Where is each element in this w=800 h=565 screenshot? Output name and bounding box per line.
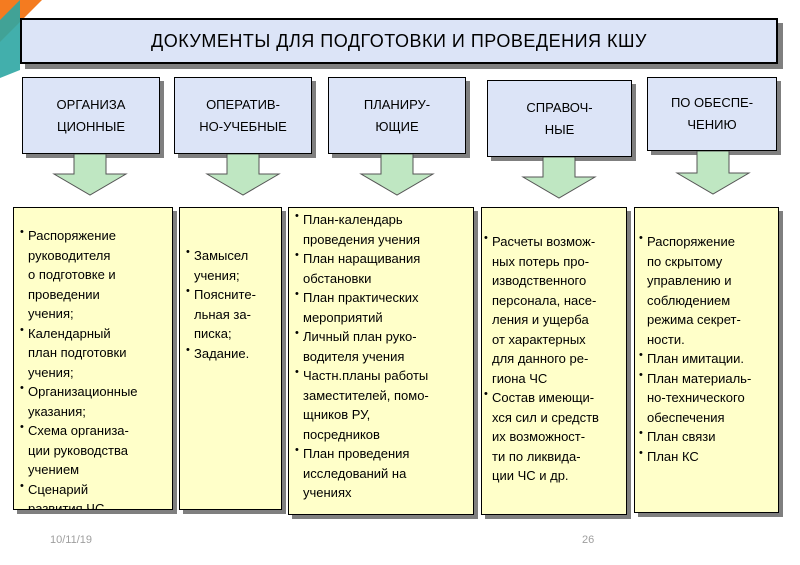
list-item: Расчеты возмож- ных потерь про- изводств… xyxy=(484,229,624,388)
category-label: СПРАВОЧ- НЫЕ xyxy=(526,99,593,137)
list-item: Состав имеющи- хся сил и средств их возм… xyxy=(484,385,624,486)
category-header-planning: ПЛАНИРУ- ЮЩИЕ xyxy=(328,77,466,154)
document-list: Распоряжение по скрытому управлению и со… xyxy=(639,229,776,467)
category-label: ОРГАНИЗА ЦИОННЫЕ xyxy=(56,96,126,134)
details-operational: Замысел учения; Поясните- льная за- писк… xyxy=(179,207,282,510)
down-arrow-icon xyxy=(675,151,751,195)
document-list: Распоряжение руководителя о подготовке и… xyxy=(20,223,168,510)
page-title: ДОКУМЕНТЫ ДЛЯ ПОДГОТОВКИ И ПРОВЕДЕНИЯ КШ… xyxy=(20,18,778,64)
category-header-support: ПО ОБЕСПЕ- ЧЕНИЮ xyxy=(647,77,777,151)
list-item: Календарный план подготовки учения; xyxy=(20,321,168,383)
category-header-operational: ОПЕРАТИВ- НО-УЧЕБНЫЕ xyxy=(174,77,312,154)
down-arrow-icon xyxy=(52,154,128,196)
list-item: Замысел учения; xyxy=(186,243,277,285)
details-support: Распоряжение по скрытому управлению и со… xyxy=(634,207,779,513)
page-title-text: ДОКУМЕНТЫ ДЛЯ ПОДГОТОВКИ И ПРОВЕДЕНИЯ КШ… xyxy=(151,30,647,51)
document-list: Расчеты возмож- ных потерь про- изводств… xyxy=(484,229,624,486)
list-item: Частн.планы работы заместителей, помо- щ… xyxy=(295,363,469,444)
document-list: Замысел учения; Поясните- льная за- писк… xyxy=(186,243,277,364)
list-item: Задание. xyxy=(186,341,277,364)
details-planning: План-календарь проведения учения План на… xyxy=(288,207,474,515)
footer-page-number: 26 xyxy=(582,534,595,546)
category-header-reference: СПРАВОЧ- НЫЕ xyxy=(487,80,632,157)
list-item: Распоряжение по скрытому управлению и со… xyxy=(639,229,776,349)
list-item: План практических мероприятий xyxy=(295,285,469,327)
down-arrow-icon xyxy=(205,154,281,196)
down-arrow-icon xyxy=(521,157,597,199)
list-item: Личный план руко- водителя учения xyxy=(295,324,469,366)
category-header-organizational: ОРГАНИЗА ЦИОННЫЕ xyxy=(22,77,160,154)
list-item: Поясните- льная за- писка; xyxy=(186,282,277,344)
list-item: План имитации. xyxy=(639,346,776,369)
details-organizational: Распоряжение руководителя о подготовке и… xyxy=(13,207,173,510)
list-item: Распоряжение руководителя о подготовке и… xyxy=(20,223,168,324)
details-reference: Расчеты возмож- ных потерь про- изводств… xyxy=(481,207,627,515)
list-item: Сценарий развития ЧС xyxy=(20,477,168,510)
document-list: План-календарь проведения учения План на… xyxy=(295,208,469,503)
category-label: ОПЕРАТИВ- НО-УЧЕБНЫЕ xyxy=(199,96,287,134)
list-item: Схема организа- ции руководства учением xyxy=(20,418,168,480)
list-item: План материаль- но-технического обеспече… xyxy=(639,366,776,428)
list-item: План-календарь проведения учения xyxy=(295,208,469,249)
list-item: План КС xyxy=(639,444,776,467)
list-item: План наращивания обстановки xyxy=(295,246,469,288)
list-item: План связи xyxy=(639,424,776,447)
category-label: ПО ОБЕСПЕ- ЧЕНИЮ xyxy=(670,95,754,132)
list-item: Организационные указания; xyxy=(20,379,168,421)
list-item: План проведения исследований на учениях xyxy=(295,441,469,503)
down-arrow-icon xyxy=(359,154,435,196)
footer-date: 10/11/19 xyxy=(50,534,93,546)
category-label: ПЛАНИРУ- ЮЩИЕ xyxy=(363,96,431,134)
